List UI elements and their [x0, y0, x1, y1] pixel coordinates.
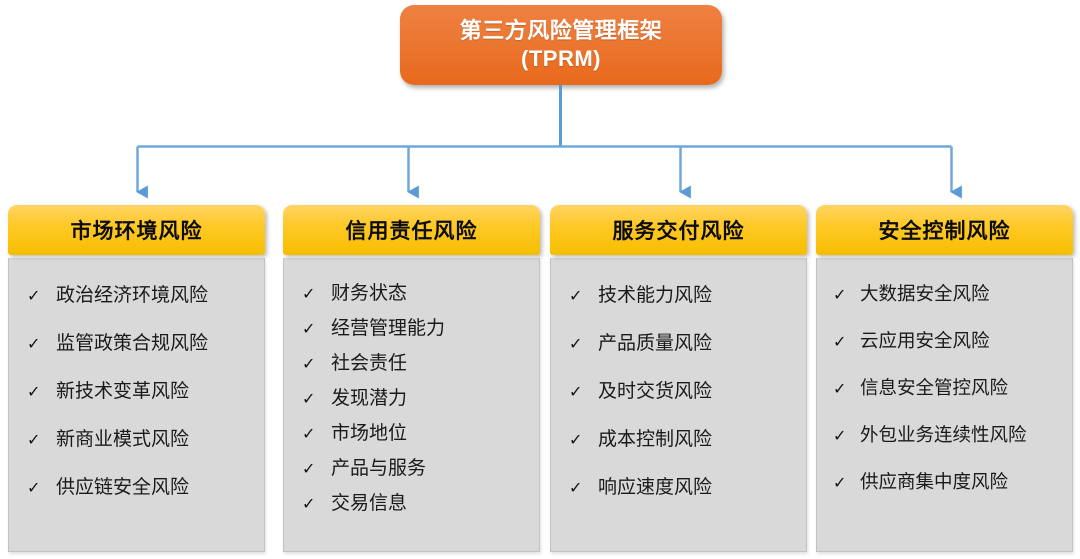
- check-icon: ✓: [302, 319, 316, 338]
- list-item[interactable]: ✓ 交易信息: [290, 488, 533, 515]
- risk-item-label: 及时交货风险: [598, 381, 713, 402]
- check-icon: ✓: [569, 430, 583, 449]
- check-icon: ✓: [833, 285, 847, 304]
- risk-item-label: 成本控制风险: [598, 429, 713, 450]
- root-node-tprm[interactable]: 第三方风险管理框架 (TPRM): [400, 5, 722, 85]
- list-item[interactable]: ✓ 产品质量风险: [557, 328, 800, 355]
- category-body-service-delivery: ✓ 技术能力风险 ✓ 产品质量风险 ✓ 及时交货风险 ✓ 成本控制风险 ✓: [550, 258, 807, 552]
- category-column-market-environment: 市场环境风险 ✓ 政治经济环境风险 ✓ 监管政策合规风险 ✓ 新技术变革风险 ✓…: [8, 205, 265, 552]
- risk-item-label: 信息安全管控风险: [860, 379, 1009, 399]
- risk-item-label: 大数据安全风险: [860, 285, 990, 305]
- risk-item-label: 产品与服务: [331, 458, 427, 479]
- list-item[interactable]: ✓ 新商业模式风险: [15, 424, 258, 451]
- check-icon: ✓: [302, 459, 316, 478]
- category-body-security-control: ✓ 大数据安全风险 ✓ 云应用安全风险 ✓ 信息安全管控风险 ✓ 外包业务连续性…: [816, 258, 1073, 552]
- category-body-market-environment: ✓ 政治经济环境风险 ✓ 监管政策合规风险 ✓ 新技术变革风险 ✓ 新商业模式风…: [8, 258, 265, 552]
- risk-item-label: 供应链安全风险: [56, 477, 190, 498]
- list-item[interactable]: ✓ 成本控制风险: [557, 424, 800, 451]
- list-item[interactable]: ✓ 供应商集中度风险: [823, 468, 1066, 494]
- category-header-label: 信用责任风险: [345, 220, 478, 243]
- check-icon: ✓: [569, 334, 583, 353]
- category-column-service-delivery: 服务交付风险 ✓ 技术能力风险 ✓ 产品质量风险 ✓ 及时交货风险 ✓ 成本控制…: [550, 205, 807, 552]
- list-item[interactable]: ✓ 市场地位: [290, 418, 533, 445]
- category-header-security-control[interactable]: 安全控制风险: [816, 205, 1073, 255]
- category-header-label: 安全控制风险: [878, 220, 1011, 243]
- risk-item-label: 政治经济环境风险: [56, 285, 209, 306]
- risk-item-label: 经营管理能力: [331, 318, 446, 339]
- check-icon: ✓: [302, 284, 316, 303]
- risk-item-label: 技术能力风险: [598, 285, 713, 306]
- list-item[interactable]: ✓ 社会责任: [290, 348, 533, 375]
- list-item[interactable]: ✓ 大数据安全风险: [823, 280, 1066, 306]
- risk-item-label: 外包业务连续性风险: [860, 426, 1027, 446]
- risk-item-label: 监管政策合规风险: [56, 333, 209, 354]
- category-header-market-environment[interactable]: 市场环境风险: [8, 205, 265, 255]
- check-icon: ✓: [569, 478, 583, 497]
- list-item[interactable]: ✓ 外包业务连续性风险: [823, 421, 1066, 447]
- risk-item-label: 财务状态: [331, 283, 408, 304]
- check-icon: ✓: [569, 286, 583, 305]
- list-item[interactable]: ✓ 响应速度风险: [557, 472, 800, 499]
- list-item[interactable]: ✓ 供应链安全风险: [15, 472, 258, 499]
- risk-item-label: 市场地位: [331, 423, 408, 444]
- category-header-label: 服务交付风险: [612, 220, 745, 243]
- list-item[interactable]: ✓ 信息安全管控风险: [823, 374, 1066, 400]
- root-node-title: 第三方风险管理框架 (TPRM): [459, 17, 663, 71]
- list-item[interactable]: ✓ 政治经济环境风险: [15, 280, 258, 307]
- check-icon: ✓: [302, 494, 316, 513]
- risk-item-label: 产品质量风险: [598, 333, 713, 354]
- check-icon: ✓: [27, 478, 41, 497]
- category-body-credit-responsibility: ✓ 财务状态 ✓ 经营管理能力 ✓ 社会责任 ✓ 发现潜力 ✓ 市场地位: [283, 258, 540, 552]
- list-item[interactable]: ✓ 发现潜力: [290, 383, 533, 410]
- check-icon: ✓: [27, 430, 41, 449]
- category-header-credit-responsibility[interactable]: 信用责任风险: [283, 205, 540, 255]
- category-column-credit-responsibility: 信用责任风险 ✓ 财务状态 ✓ 经营管理能力 ✓ 社会责任 ✓ 发现潜力: [283, 205, 540, 552]
- risk-item-label: 发现潜力: [331, 388, 408, 409]
- check-icon: ✓: [27, 286, 41, 305]
- check-icon: ✓: [27, 382, 41, 401]
- check-icon: ✓: [302, 424, 316, 443]
- check-icon: ✓: [833, 379, 847, 398]
- check-icon: ✓: [569, 382, 583, 401]
- risk-item-label: 供应商集中度风险: [860, 473, 1009, 493]
- list-item[interactable]: ✓ 新技术变革风险: [15, 376, 258, 403]
- list-item[interactable]: ✓ 及时交货风险: [557, 376, 800, 403]
- list-item[interactable]: ✓ 监管政策合规风险: [15, 328, 258, 355]
- list-item[interactable]: ✓ 技术能力风险: [557, 280, 800, 307]
- risk-item-label: 新技术变革风险: [56, 381, 190, 402]
- risk-item-label: 社会责任: [331, 353, 408, 374]
- check-icon: ✓: [833, 473, 847, 492]
- list-item[interactable]: ✓ 产品与服务: [290, 453, 533, 480]
- check-icon: ✓: [833, 332, 847, 351]
- check-icon: ✓: [27, 334, 41, 353]
- risk-item-label: 新商业模式风险: [56, 429, 190, 450]
- list-item[interactable]: ✓ 云应用安全风险: [823, 327, 1066, 353]
- risk-item-label: 响应速度风险: [598, 477, 713, 498]
- category-column-security-control: 安全控制风险 ✓ 大数据安全风险 ✓ 云应用安全风险 ✓ 信息安全管控风险 ✓ …: [816, 205, 1073, 552]
- risk-item-label: 交易信息: [331, 493, 408, 514]
- risk-item-label: 云应用安全风险: [860, 332, 990, 352]
- list-item[interactable]: ✓ 财务状态: [290, 278, 533, 305]
- check-icon: ✓: [302, 354, 316, 373]
- check-icon: ✓: [302, 389, 316, 408]
- category-columns: 市场环境风险 ✓ 政治经济环境风险 ✓ 监管政策合规风险 ✓ 新技术变革风险 ✓…: [0, 205, 1080, 555]
- category-header-service-delivery[interactable]: 服务交付风险: [550, 205, 807, 255]
- category-header-label: 市场环境风险: [70, 220, 203, 243]
- list-item[interactable]: ✓ 经营管理能力: [290, 313, 533, 340]
- check-icon: ✓: [833, 426, 847, 445]
